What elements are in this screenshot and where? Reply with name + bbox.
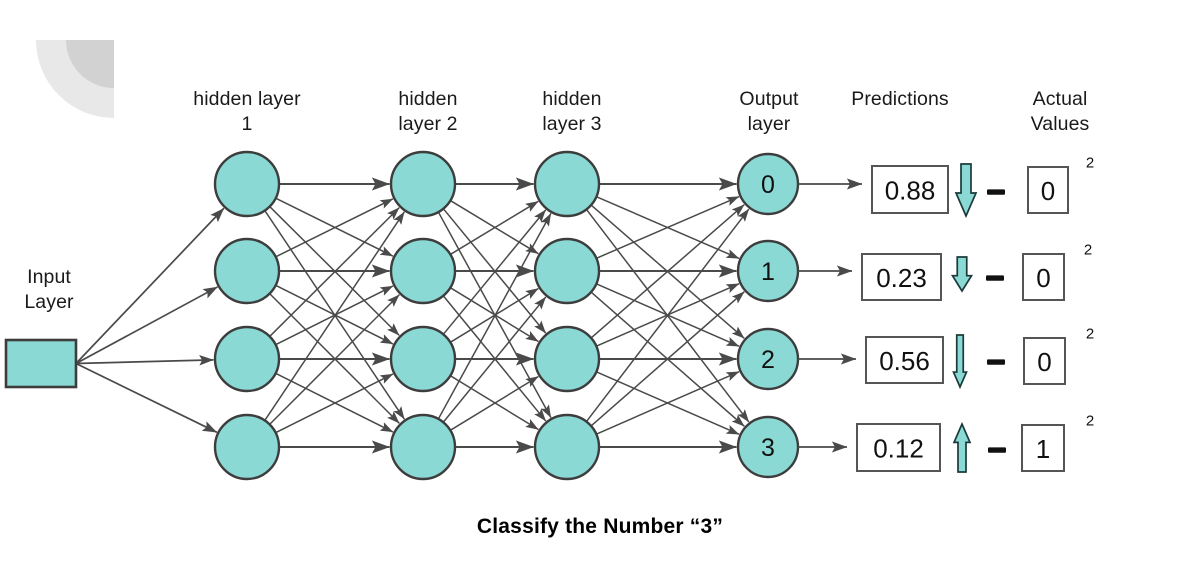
actual-value: 0 bbox=[1037, 347, 1051, 377]
prediction-box bbox=[865, 336, 944, 384]
prediction-value: 0.23 bbox=[876, 263, 927, 293]
edge-layer0-to-layer1 bbox=[275, 373, 394, 434]
hidden-node bbox=[213, 150, 281, 218]
edge-layer1-to-layer2 bbox=[450, 200, 539, 256]
hidden-node bbox=[389, 150, 457, 218]
squared-exponent: 2 bbox=[1086, 155, 1094, 172]
squared-exponent: 2 bbox=[1086, 326, 1094, 343]
output-node-label: 0 bbox=[761, 171, 775, 199]
minus-operator bbox=[987, 189, 1005, 195]
down-arrow-icon bbox=[952, 334, 968, 390]
input-layer-rect bbox=[4, 338, 78, 389]
hidden-node bbox=[533, 237, 601, 305]
connection-edges bbox=[75, 177, 750, 454]
prediction-value: 0.56 bbox=[879, 346, 930, 376]
edge-input-to-hidden1 bbox=[75, 354, 214, 366]
actual-value: 1 bbox=[1036, 434, 1050, 464]
network-nodes: 0 1 2 3 bbox=[4, 150, 800, 481]
hidden-node bbox=[213, 413, 281, 481]
label-hidden-layer-2: hidden layer 2 bbox=[398, 88, 458, 135]
edge-layer2-to-layer3 bbox=[585, 208, 750, 423]
edge-layer1-to-layer2 bbox=[442, 296, 547, 423]
prediction-box bbox=[856, 423, 941, 472]
edge-layer1-to-layer2 bbox=[449, 375, 539, 431]
actual-value-box bbox=[1021, 424, 1065, 472]
actual-value: 0 bbox=[1036, 263, 1050, 293]
label-output-layer: Output layer bbox=[739, 88, 799, 135]
edge-layer0-to-layer1 bbox=[269, 294, 400, 425]
minus-operator bbox=[986, 275, 1004, 281]
edge-layer2-to-layer3 bbox=[590, 204, 745, 339]
actual-value-box bbox=[1022, 253, 1065, 301]
squared-exponent: 2 bbox=[1084, 242, 1092, 259]
hidden-node bbox=[533, 150, 601, 218]
edge-layer2-to-layer3 bbox=[596, 370, 740, 435]
edge-layer0-to-layer1 bbox=[264, 211, 405, 421]
edge-layer2-to-layer3 bbox=[590, 291, 745, 427]
edge-layer1-to-layer2 bbox=[442, 209, 547, 335]
edge-layer1-to-layer2 bbox=[437, 213, 552, 420]
prediction-box bbox=[871, 165, 949, 214]
output-node-label: 3 bbox=[761, 434, 775, 462]
hidden-node bbox=[213, 237, 281, 305]
edge-input-to-hidden1 bbox=[75, 207, 225, 365]
actual-value-box bbox=[1023, 337, 1066, 385]
label-input-layer: Input Layer bbox=[24, 266, 74, 313]
down-arrow-icon bbox=[950, 256, 974, 293]
squared-exponent: 2 bbox=[1086, 413, 1094, 430]
up-arrow-icon bbox=[952, 421, 972, 473]
hidden-node bbox=[389, 237, 457, 305]
prediction-readout: 0.88 0 2 0.23 0 2 0.56 0 2 0.12 1 2 bbox=[798, 155, 1094, 473]
minus-operator bbox=[987, 359, 1005, 365]
output-node-label: 1 bbox=[761, 258, 775, 286]
label-actual-values: Actual Values bbox=[1030, 88, 1090, 135]
watermark-arc bbox=[36, 40, 114, 118]
edge-layer0-to-layer1 bbox=[269, 207, 400, 337]
hidden-node bbox=[213, 325, 281, 393]
edge-layer2-to-layer3 bbox=[596, 195, 740, 259]
prediction-value: 0.12 bbox=[873, 434, 924, 464]
hidden-node bbox=[533, 413, 601, 481]
actual-value: 0 bbox=[1041, 176, 1055, 206]
prediction-box bbox=[861, 253, 942, 301]
actual-value-box bbox=[1027, 166, 1069, 214]
hidden-node bbox=[389, 413, 457, 481]
hidden-node bbox=[389, 325, 457, 393]
down-arrow-icon bbox=[954, 163, 978, 219]
prediction-value: 0.88 bbox=[885, 176, 936, 206]
hidden-node bbox=[533, 325, 601, 393]
label-hidden-layer-3: hidden layer 3 bbox=[542, 88, 602, 135]
minus-operator bbox=[988, 447, 1006, 453]
edge-input-to-hidden1 bbox=[75, 362, 218, 434]
diagram-caption: Classify the Number “3” bbox=[476, 515, 724, 538]
edge-input-to-hidden1 bbox=[75, 286, 218, 365]
output-node-label: 2 bbox=[761, 346, 775, 374]
label-predictions: Predictions bbox=[851, 88, 949, 110]
label-hidden-layer-1: hidden layer 1 bbox=[193, 88, 301, 135]
edge-layer0-to-layer1 bbox=[275, 198, 394, 258]
